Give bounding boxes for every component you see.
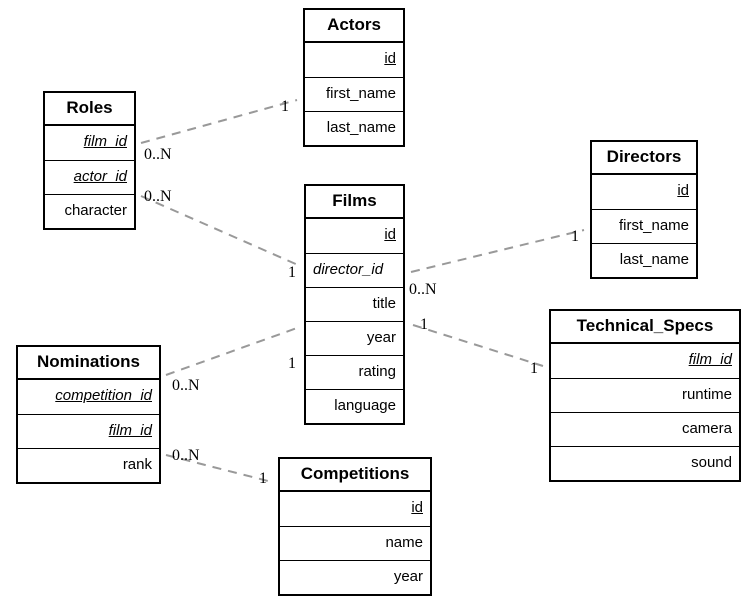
cardinality-label-films-technical-specs-to: 1 (530, 360, 538, 377)
attribute-label: sound (691, 454, 732, 471)
entity-table-roles[interactable]: Roles film_id actor_id character (43, 91, 136, 230)
entity-attribute-films-title[interactable]: title (306, 287, 403, 321)
entity-table-directors[interactable]: Directors id first_name last_name (590, 140, 698, 279)
entity-attribute-technical_specs-camera[interactable]: camera (551, 412, 739, 446)
attribute-label: title (372, 295, 396, 312)
cardinality-label-films-directors-from: 0..N (409, 281, 437, 298)
cardinality-label-nominations-competitions-to: 1 (259, 470, 267, 487)
entity-attribute-directors-id[interactable]: id (592, 175, 696, 209)
attribute-label: last_name (619, 251, 689, 268)
entity-attribute-films-year[interactable]: year (306, 321, 403, 355)
entity-title-roles: Roles (45, 93, 134, 126)
entity-attribute-roles-character[interactable]: character (45, 194, 134, 228)
entity-attribute-actors-last_name[interactable]: last_name (305, 111, 403, 145)
entity-attribute-technical_specs-runtime[interactable]: runtime (551, 378, 739, 412)
attribute-label: last_name (326, 119, 396, 136)
entity-attribute-competitions-id[interactable]: id (280, 492, 430, 526)
cardinality-label-films-directors-to: 1 (571, 228, 579, 245)
attribute-label: language (334, 397, 396, 414)
entity-attribute-actors-first_name[interactable]: first_name (305, 77, 403, 111)
attribute-label: actor_id (73, 168, 127, 185)
relationship-line-films-technical-specs (412, 324, 544, 367)
entity-attribute-directors-last_name[interactable]: last_name (592, 243, 696, 277)
entity-title-films: Films (306, 186, 403, 219)
entity-title-competitions: Competitions (280, 459, 430, 492)
attribute-label: first_name (325, 85, 396, 102)
attribute-label: camera (681, 420, 732, 437)
entity-attribute-roles-actor_id[interactable]: actor_id (45, 160, 134, 194)
cardinality-label-roles-films-to: 1 (288, 264, 296, 281)
attribute-label: id (411, 499, 423, 516)
relationship-line-roles-actors (140, 99, 298, 144)
attribute-label: director_id (313, 261, 384, 278)
entity-attribute-nominations-film_id[interactable]: film_id (18, 414, 159, 448)
cardinality-label-roles-films-from: 0..N (144, 188, 172, 205)
entity-attribute-nominations-competition_id[interactable]: competition_id (18, 380, 159, 414)
attribute-label: id (384, 226, 396, 243)
cardinality-label-nominations-films-to: 1 (288, 355, 296, 372)
cardinality-label-nominations-competitions-from: 0..N (172, 447, 200, 464)
attribute-label: year (393, 568, 423, 585)
entity-attribute-actors-id[interactable]: id (305, 43, 403, 77)
entity-attribute-films-id[interactable]: id (306, 219, 403, 253)
entity-attribute-films-language[interactable]: language (306, 389, 403, 423)
entity-attribute-roles-film_id[interactable]: film_id (45, 126, 134, 160)
attribute-label: film_id (688, 351, 732, 368)
entity-title-nominations: Nominations (18, 347, 159, 380)
entity-attribute-technical_specs-film_id[interactable]: film_id (551, 344, 739, 378)
entity-attribute-directors-first_name[interactable]: first_name (592, 209, 696, 243)
attribute-label: rating (358, 363, 396, 380)
attribute-label: character (64, 202, 127, 219)
entity-attribute-technical_specs-sound[interactable]: sound (551, 446, 739, 480)
attribute-label: id (677, 182, 689, 199)
attribute-label: id (384, 50, 396, 67)
relationship-line-roles-films (140, 195, 299, 266)
attribute-label: film_id (83, 133, 127, 150)
cardinality-label-nominations-films-from: 0..N (172, 377, 200, 394)
attribute-label: competition_id (55, 387, 152, 404)
attribute-label: year (366, 329, 396, 346)
entity-attribute-competitions-name[interactable]: name (280, 526, 430, 560)
entity-title-actors: Actors (305, 10, 403, 43)
entity-table-competitions[interactable]: Competitions id name year (278, 457, 432, 596)
entity-title-technical_specs: Technical_Specs (551, 311, 739, 344)
entity-attribute-nominations-rank[interactable]: rank (18, 448, 159, 482)
cardinality-label-roles-actors-from: 0..N (144, 146, 172, 163)
entity-attribute-films-director_id[interactable]: director_id (306, 253, 403, 287)
attribute-label: first_name (618, 217, 689, 234)
attribute-label: runtime (681, 386, 732, 403)
entity-title-directors: Directors (592, 142, 696, 175)
entity-attribute-films-rating[interactable]: rating (306, 355, 403, 389)
relationship-line-nominations-films (165, 327, 298, 376)
attribute-label: name (385, 534, 423, 551)
cardinality-label-films-technical-specs-from: 1 (420, 316, 428, 333)
entity-table-actors[interactable]: Actors id first_name last_name (303, 8, 405, 147)
attribute-label: rank (122, 456, 152, 473)
entity-attribute-competitions-year[interactable]: year (280, 560, 430, 594)
relationship-line-films-directors (410, 229, 585, 273)
attribute-label: film_id (108, 422, 152, 439)
cardinality-label-roles-actors-to: 1 (281, 98, 289, 115)
